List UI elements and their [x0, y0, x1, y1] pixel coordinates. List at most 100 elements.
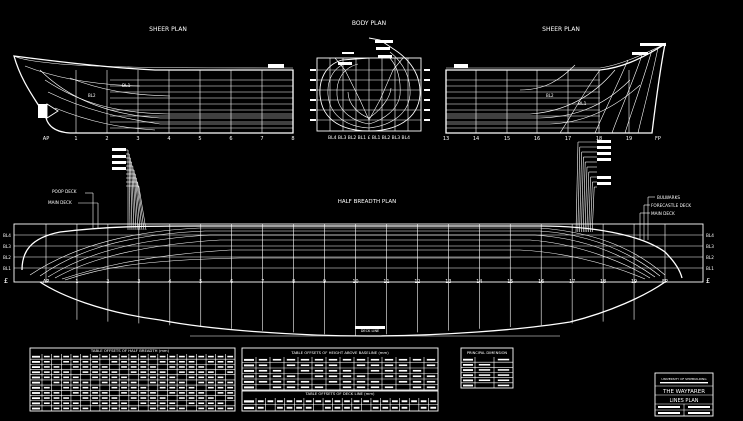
body-plan-left-tick [310, 99, 316, 101]
half-breadth-station-label: FP [662, 279, 668, 285]
body-plan-left-tick [310, 89, 316, 91]
half-breadth-table-cell [179, 371, 185, 373]
leader-lines-left: POOP DECK MAIN DECK [48, 148, 147, 231]
height-table-cell [398, 375, 408, 378]
deck-table-cell [305, 400, 312, 403]
half-breadth-table-cell [82, 366, 89, 368]
deck-table-cell [372, 400, 379, 403]
half-breadth-table-cell [227, 355, 234, 358]
deck-table-cell [411, 400, 417, 403]
height-table-cell [412, 369, 422, 372]
half-breadth-table-row-header [32, 381, 40, 384]
half-breadth-table-cell [130, 366, 137, 368]
half-breadth-station-label: 3 [137, 279, 140, 285]
title-block: UNIVERSITY OF SHIPBUILDING THE WAYFARER … [654, 372, 714, 417]
half-breadth-table-cell [121, 376, 127, 379]
height-table-cell [426, 364, 436, 367]
half-breadth-table-row-header [32, 360, 40, 363]
half-breadth-table-cell [227, 392, 234, 394]
height-table-cell [300, 364, 310, 367]
deck-table-cell [334, 406, 341, 409]
body-plan-title: BODY PLAN [352, 20, 386, 27]
principal-table-cell [478, 379, 491, 382]
deck-table-cell [430, 406, 437, 409]
deck-table-cell [257, 400, 264, 403]
half-breadth-table-cell [63, 397, 70, 399]
deck-table-cell [286, 400, 293, 403]
leader-right-line [575, 141, 579, 233]
half-breadth-table-cell [53, 392, 60, 394]
sheer-fwd-station-label: 17 [565, 136, 571, 142]
half-breadth-table-cell [111, 402, 118, 405]
half-breadth-table-cell [217, 407, 224, 410]
half-breadth-table-cell [179, 397, 185, 399]
half-breadth-table-cell [63, 371, 70, 373]
half-breadth-table-cell [179, 366, 185, 368]
height-table-cell [314, 375, 324, 378]
height-table-cell [328, 375, 338, 378]
half-breadth-table-cell [130, 397, 137, 399]
half-breadth-table-cell [150, 366, 156, 368]
height-table-cell [370, 386, 380, 389]
main-deck-label-right: MAIN DECK [651, 211, 675, 216]
sheer-fwd-station-label: 13 [443, 136, 449, 142]
half-breadth-station-label: 15 [507, 279, 513, 285]
table-principal-dimension: PRINCIPAL DIMENSION [460, 347, 514, 389]
half-breadth-table-cell [43, 397, 50, 399]
title-block-institution: UNIVERSITY OF SHIPBUILDING [661, 377, 707, 381]
half-breadth-table-cell [53, 366, 60, 368]
leader-left-line [136, 177, 143, 231]
half-breadth-table-cell [140, 355, 147, 358]
principal-table-row-header [463, 384, 473, 387]
principal-table-row-header [463, 363, 473, 366]
half-breadth-wl-label-left: BL1 [3, 266, 11, 271]
height-table-cell [356, 364, 366, 367]
height-table-cell [412, 380, 422, 383]
half-breadth-table-cell [227, 371, 234, 373]
half-breadth-table-cell [207, 397, 214, 399]
sheer-fwd-station-label: 18 [596, 136, 602, 142]
height-table-cell [356, 386, 366, 389]
principal-table-cell [497, 379, 510, 382]
half-breadth-table-row-header [32, 392, 40, 394]
height-table-cell [258, 369, 268, 372]
sheer-aft-station-label: 5 [198, 136, 201, 142]
sheer-bl2-label-left: BL2 [88, 93, 96, 98]
half-breadth-table-cell [159, 371, 166, 373]
deck-table-cell [267, 400, 274, 403]
half-breadth-table-cell [159, 360, 166, 363]
half-breadth-table-cell [198, 397, 205, 399]
leader-right-line [581, 156, 584, 233]
half-breadth-station-label: 9 [323, 279, 326, 285]
half-breadth-table-cell [188, 371, 195, 373]
half-breadth-table-cell [140, 392, 147, 394]
half-breadth-table-cell [43, 366, 50, 368]
half-breadth-table-cell [43, 371, 50, 373]
height-table-row-header [244, 369, 254, 372]
half-breadth-station-label: 5 [199, 279, 202, 285]
half-breadth-table-cell [159, 355, 166, 358]
half-breadth-table-cell [121, 386, 127, 389]
height-table-cell [384, 369, 394, 372]
height-table-cell [258, 358, 268, 361]
principal-table-cell [478, 363, 491, 366]
half-breadth-table-cell [72, 386, 79, 389]
half-breadth-table-cell [130, 360, 137, 363]
half-breadth-station-label: 8 [292, 279, 295, 285]
height-table-cell [286, 364, 296, 367]
half-breadth-wl-label-right: BL1 [706, 266, 714, 271]
half-breadth-station-label: 16 [538, 279, 544, 285]
height-table-row-header [244, 364, 254, 367]
half-breadth-table-cell [217, 360, 224, 363]
leader-left-line [132, 165, 137, 231]
height-table-cell [384, 375, 394, 378]
leader-lines-right: BULWARKS FORECASTLE DECK MAIN DECK [575, 140, 691, 240]
principal-table-cell [497, 369, 510, 371]
leader-left-line [131, 161, 135, 231]
half-breadth-table-cell [188, 392, 195, 394]
half-breadth-table-cell [227, 407, 234, 410]
bulwarks-label: BULWARKS [657, 195, 680, 200]
leader-left-line [138, 185, 147, 231]
deck-line-label: DECK LINE [361, 329, 380, 333]
